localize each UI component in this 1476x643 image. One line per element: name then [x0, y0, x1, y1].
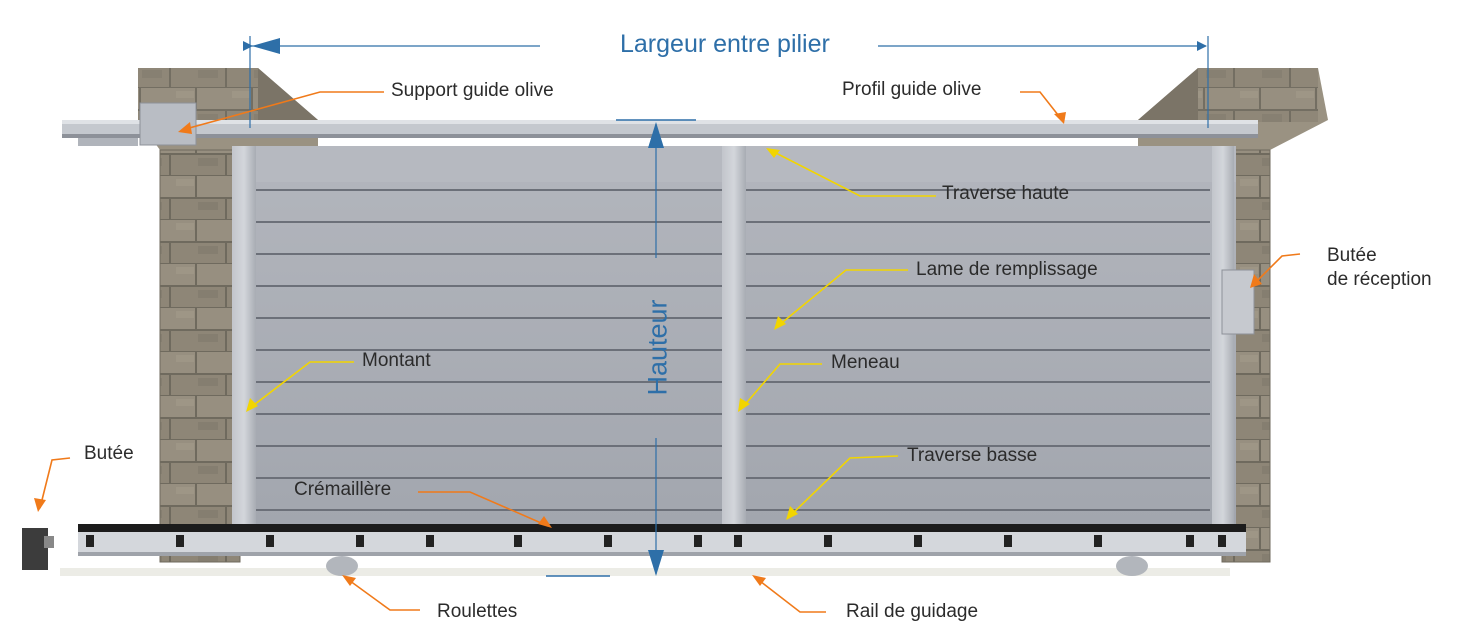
- label-cremaillere: Crémaillère: [294, 479, 392, 500]
- label-butee-de-reception-line1: Butée: [1327, 245, 1377, 266]
- label-support-guide-olive: Support guide olive: [391, 80, 554, 101]
- label-traverse-haute: Traverse haute: [942, 183, 1070, 204]
- height-label: Hauteur: [642, 299, 673, 396]
- gate-panel: [232, 146, 1255, 528]
- label-meneau: Meneau: [831, 352, 900, 373]
- label-rail-de-guidage: Rail de guidage: [846, 601, 979, 622]
- label-traverse-basse: Traverse basse: [907, 445, 1038, 466]
- label-montant: Montant: [362, 350, 431, 371]
- label-butee-de-reception-line2: de réception: [1327, 268, 1432, 290]
- label-roulettes: Roulettes: [437, 601, 518, 622]
- label-butee-de-reception: Butée de réception: [1327, 244, 1432, 292]
- orange-leaders: [34, 91, 1301, 613]
- label-lame-de-remplissage: Lame de remplissage: [916, 259, 1098, 280]
- rack-and-rail: [22, 524, 1246, 576]
- height-dimension: [546, 119, 696, 577]
- yellow-leaders: [246, 148, 936, 520]
- label-profil-guide-olive: Profil guide olive: [842, 79, 982, 100]
- width-label: Largeur entre pilier: [620, 30, 830, 58]
- label-butee: Butée: [84, 443, 134, 464]
- width-dimension: [243, 36, 1209, 128]
